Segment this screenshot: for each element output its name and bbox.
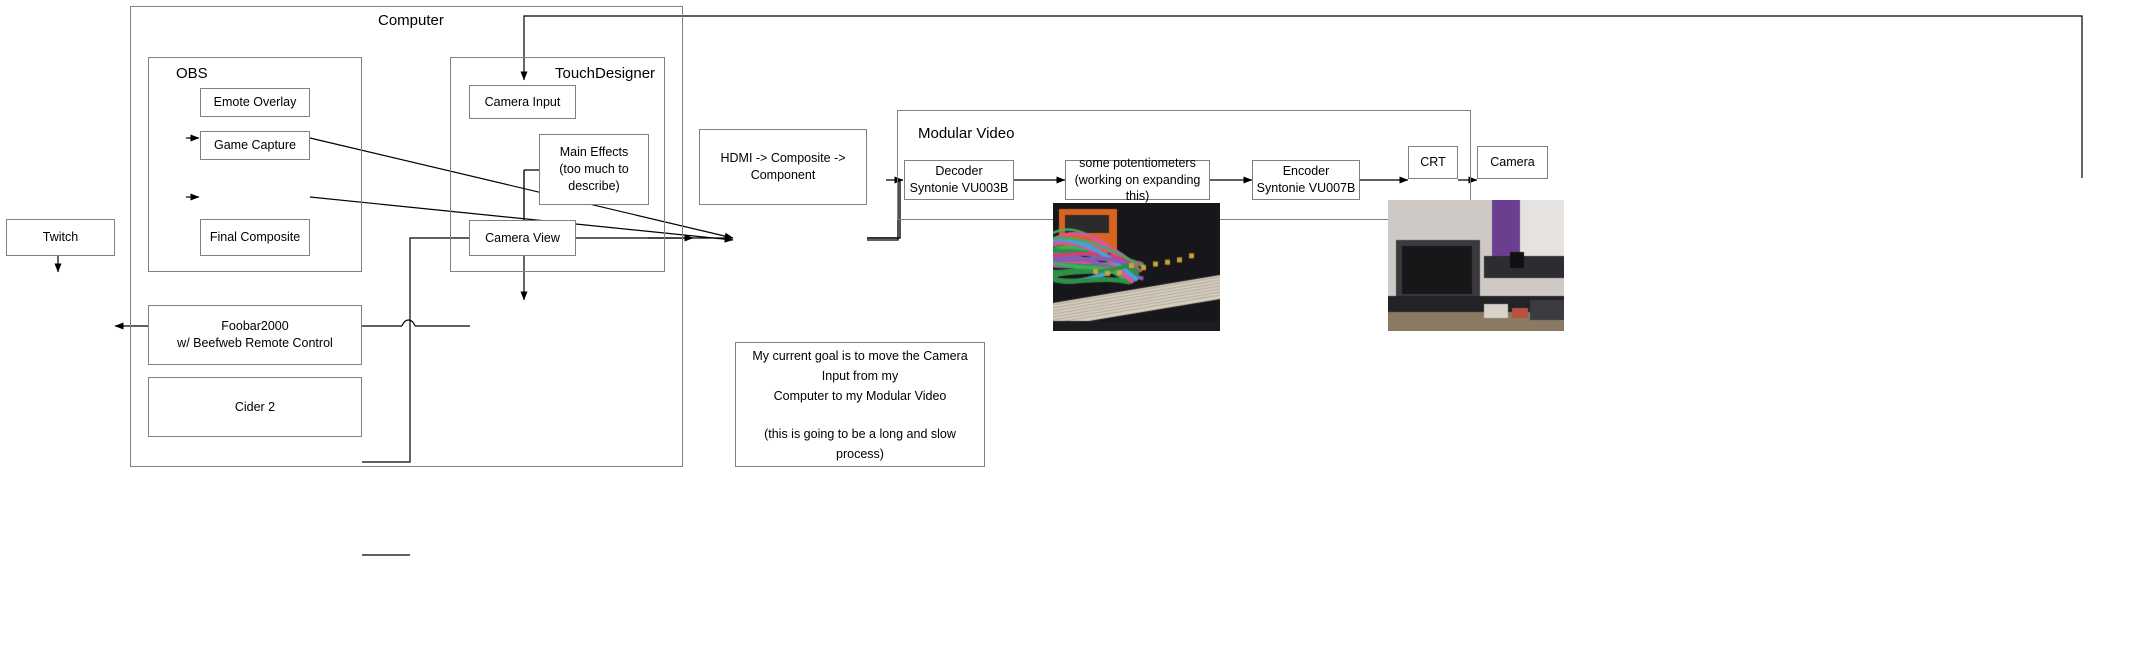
- node-cider2[interactable]: Cider 2: [148, 377, 362, 437]
- group-computer: [130, 6, 683, 467]
- goal-note-line4: (this is going to be a long and slow pro…: [764, 426, 956, 461]
- node-camera-view[interactable]: Camera View: [469, 220, 576, 256]
- node-main-effects-line2: (too much to describe): [559, 162, 629, 193]
- node-game-capture[interactable]: Game Capture: [200, 131, 310, 160]
- node-foobar2000-line2: w/ Beefweb Remote Control: [177, 336, 333, 350]
- node-potentiometers-line2: (working on expanding this): [1074, 172, 1201, 204]
- group-computer-label: Computer: [378, 12, 444, 29]
- node-final-composite[interactable]: Final Composite: [200, 219, 310, 256]
- node-foobar2000-line1: Foobar2000: [221, 319, 289, 334]
- goal-note-line1: My current goal is to move the Camera In…: [752, 348, 968, 383]
- node-hdmi-converter-label: HDMI -> Composite -> Component: [720, 151, 846, 182]
- node-decoder-line1: Decoder: [935, 164, 983, 179]
- breadboard-photo: [1053, 203, 1220, 331]
- node-camera-view-label: Camera View: [485, 230, 560, 245]
- node-main-effects[interactable]: Main Effects (too much to describe): [539, 134, 649, 205]
- node-crt[interactable]: CRT: [1408, 146, 1458, 179]
- node-crt-label: CRT: [1420, 155, 1446, 170]
- goal-note-line2: Computer to my Modular Video: [773, 388, 947, 403]
- group-touchdesigner-label: TouchDesigner: [555, 65, 656, 82]
- node-game-capture-label: Game Capture: [214, 138, 296, 153]
- goal-note: My current goal is to move the Camera In…: [735, 342, 985, 467]
- group-modular-video-label: Modular Video: [918, 125, 1015, 142]
- node-emote-overlay[interactable]: Emote Overlay: [200, 88, 310, 117]
- node-cider2-label: Cider 2: [234, 399, 276, 414]
- node-twitch[interactable]: Twitch: [6, 219, 115, 256]
- node-encoder[interactable]: Encoder Syntonie VU007B: [1252, 160, 1360, 200]
- node-camera-input-label: Camera Input: [484, 94, 561, 109]
- node-potentiometers-line1: some potentiometers: [1079, 155, 1196, 170]
- node-decoder[interactable]: Decoder Syntonie VU003B: [904, 160, 1014, 200]
- group-obs-label: OBS: [176, 65, 208, 82]
- node-emote-overlay-label: Emote Overlay: [213, 95, 297, 110]
- node-encoder-line1: Encoder: [1282, 164, 1330, 179]
- crt-setup-photo: [1388, 200, 1564, 331]
- node-potentiometers[interactable]: some potentiometers (working on expandin…: [1065, 156, 1210, 203]
- node-decoder-line2: Syntonie VU003B: [909, 181, 1009, 195]
- node-camera-label: Camera: [1490, 155, 1535, 170]
- node-final-composite-label: Final Composite: [209, 230, 301, 245]
- node-main-effects-line1: Main Effects: [559, 145, 629, 160]
- node-camera[interactable]: Camera: [1477, 146, 1548, 179]
- node-twitch-label: Twitch: [42, 230, 79, 245]
- group-touchdesigner: [450, 57, 665, 272]
- node-hdmi-converter[interactable]: HDMI -> Composite -> Component: [699, 129, 867, 205]
- group-obs: [148, 57, 362, 272]
- node-encoder-line2: Syntonie VU007B: [1256, 181, 1356, 195]
- node-camera-input[interactable]: Camera Input: [469, 85, 576, 119]
- node-foobar2000[interactable]: Foobar2000 w/ Beefweb Remote Control: [148, 305, 362, 365]
